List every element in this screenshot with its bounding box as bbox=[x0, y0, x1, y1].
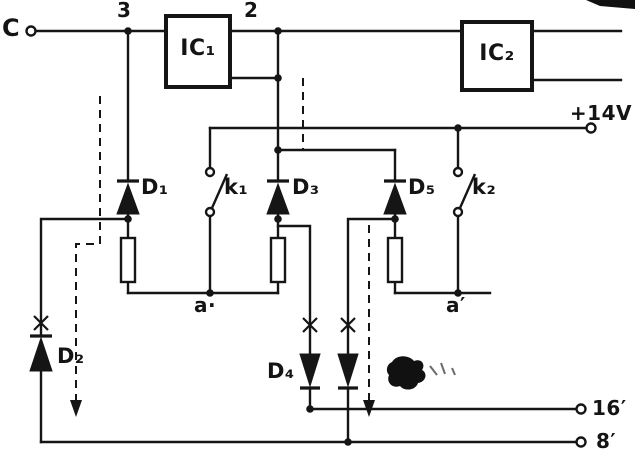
terminal-14v-circle bbox=[585, 122, 597, 134]
k1-label: k₁ bbox=[224, 175, 249, 199]
wire-d4b-top-lead bbox=[346, 217, 397, 356]
d2-triangle bbox=[29, 336, 53, 372]
junction-8prime bbox=[344, 438, 352, 446]
arrowhead-center bbox=[363, 400, 375, 417]
scan-artifacts bbox=[386, 0, 635, 390]
node-2-label: 2 bbox=[244, 0, 259, 22]
d1-triangle bbox=[116, 182, 140, 215]
ink-marks bbox=[429, 362, 456, 376]
terminal-8prime-circle bbox=[575, 436, 587, 448]
d4a-triangle bbox=[299, 353, 321, 388]
terminal-c-circle bbox=[25, 25, 37, 37]
x-marks bbox=[33, 315, 356, 333]
ic1-label: IC₁ bbox=[180, 36, 216, 61]
junction-d5-anode bbox=[391, 215, 399, 223]
junction-node2 bbox=[274, 27, 282, 35]
node-3-label: 3 bbox=[117, 0, 132, 22]
junction-d1-anode bbox=[124, 215, 132, 223]
tap-a-prime-label: a′ bbox=[446, 293, 466, 317]
k2-label: k₂ bbox=[472, 175, 497, 199]
diode-d3 bbox=[266, 179, 290, 215]
resistor-r2 bbox=[269, 236, 287, 284]
diode-d1 bbox=[116, 179, 140, 215]
terminal-c-label: C bbox=[2, 14, 21, 42]
tap-a-label: a· bbox=[194, 293, 217, 317]
wires bbox=[34, 29, 623, 444]
k2-top-contact bbox=[452, 166, 464, 178]
x-mark-d2-wire bbox=[33, 315, 49, 331]
k1-bottom-contact bbox=[204, 206, 216, 218]
k2-bottom-contact bbox=[452, 206, 464, 218]
terminal-16prime-circle bbox=[575, 403, 587, 415]
ic-boxes bbox=[164, 14, 534, 92]
junction-d3-anode bbox=[274, 215, 282, 223]
diode-d4a bbox=[299, 353, 321, 390]
junction-aprime-line-k2 bbox=[454, 289, 462, 297]
junction-dots bbox=[124, 27, 462, 446]
junction-16prime bbox=[306, 405, 314, 413]
switch-k2 bbox=[452, 166, 477, 218]
d4b-triangle bbox=[337, 353, 359, 388]
ink-smudge bbox=[386, 356, 426, 390]
d5-label: D₅ bbox=[408, 175, 436, 199]
k1-top-contact bbox=[204, 166, 216, 178]
d3-triangle bbox=[266, 182, 290, 215]
d3-label: D₃ bbox=[292, 175, 320, 199]
k1-arm bbox=[210, 173, 229, 209]
out-16prime-label: 16′ bbox=[592, 396, 627, 420]
dashed-arrowheads bbox=[70, 400, 375, 417]
out-8prime-label: 8′ bbox=[596, 429, 617, 453]
terminals bbox=[25, 25, 597, 448]
supply-14v-label: +14V bbox=[569, 101, 632, 125]
ic1-box bbox=[164, 14, 232, 89]
resistors bbox=[119, 236, 404, 284]
junction-node3 bbox=[124, 27, 132, 35]
d4-label: D₄ bbox=[267, 359, 295, 383]
diode-d2 bbox=[29, 334, 53, 372]
ic2-box bbox=[460, 20, 534, 92]
k2-arm bbox=[458, 173, 477, 209]
junction-14v-k2 bbox=[454, 124, 462, 132]
d5-triangle bbox=[383, 182, 407, 215]
switch-k1 bbox=[204, 166, 229, 218]
scan-edge-mark bbox=[586, 0, 635, 9]
resistor-r1 bbox=[119, 236, 137, 284]
switches bbox=[204, 166, 477, 218]
wire-d4a-top-lead bbox=[276, 224, 312, 356]
diode-d5 bbox=[383, 179, 407, 215]
d1-label: D₁ bbox=[141, 175, 169, 199]
junction-ic1-lower bbox=[274, 74, 282, 82]
dashed-left-path bbox=[75, 96, 101, 402]
arrowhead-left bbox=[70, 400, 82, 417]
resistor-r3 bbox=[386, 236, 404, 284]
wire-left-branch bbox=[39, 217, 130, 338]
dashed-paths bbox=[75, 78, 370, 402]
diode-d4b bbox=[337, 353, 359, 390]
x-mark-d4a-wire bbox=[302, 317, 318, 333]
ic2-label: IC₂ bbox=[479, 41, 515, 66]
junction-mid-rail bbox=[274, 146, 282, 154]
diodes bbox=[29, 179, 407, 390]
d2-label: D₂ bbox=[57, 344, 85, 368]
x-mark-d4b-wire bbox=[340, 317, 356, 333]
junction-a-line-k1 bbox=[206, 289, 214, 297]
